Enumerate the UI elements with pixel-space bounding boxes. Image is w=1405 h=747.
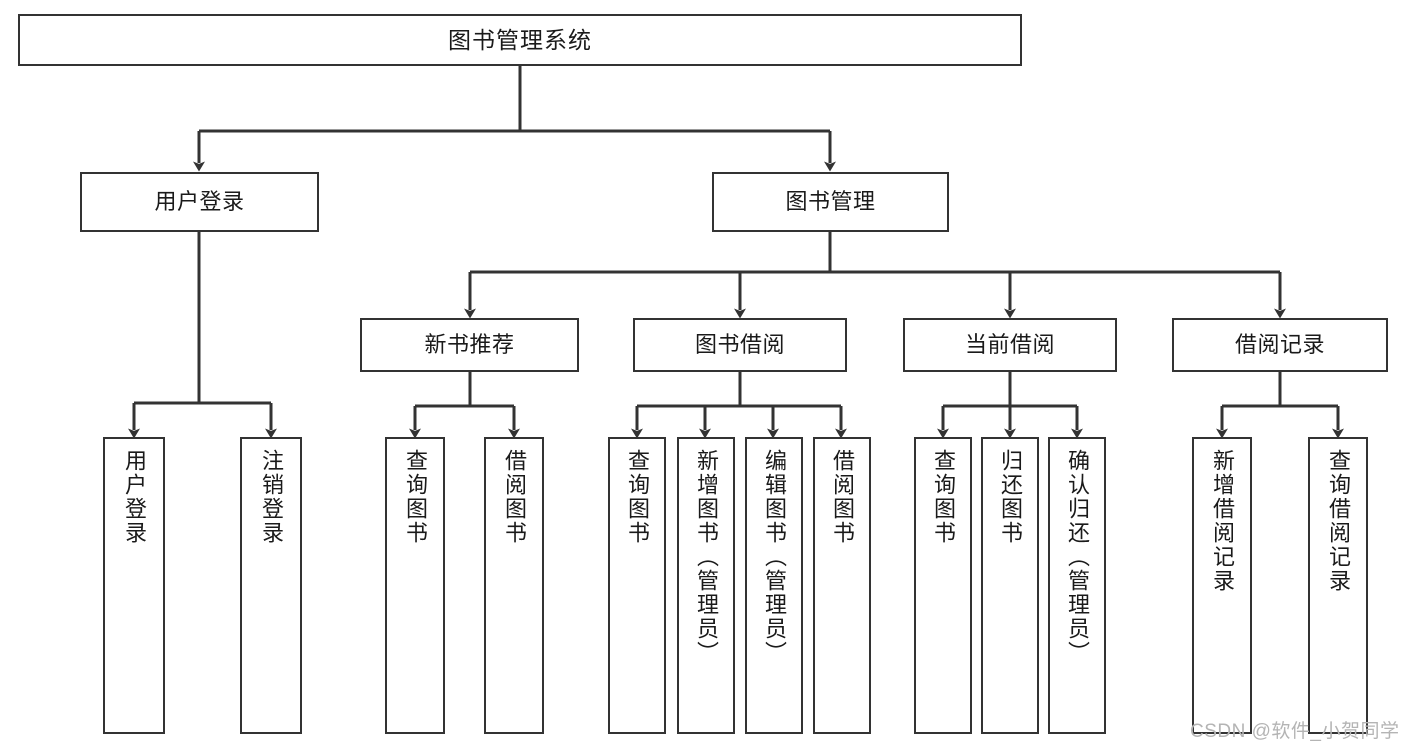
node-label: 当前借阅 — [964, 332, 1055, 358]
node-label: 注销登录 — [258, 449, 284, 545]
leaf-current-borrow-return[interactable]: 归还图书 — [981, 437, 1039, 734]
node-label: 借阅记录 — [1234, 332, 1325, 358]
node-book-management[interactable]: 图书管理 — [712, 172, 949, 232]
leaf-new-book-query[interactable]: 查询图书 — [385, 437, 445, 734]
node-new-book-recommend[interactable]: 新书推荐 — [360, 318, 579, 372]
leaf-book-borrow-add[interactable]: 新增图书（管理员） — [677, 437, 735, 734]
leaf-user-login-logout[interactable]: 注销登录 — [240, 437, 302, 734]
leaf-user-login-login[interactable]: 用户登录 — [103, 437, 165, 734]
node-label: 新增图书（管理员） — [693, 449, 719, 665]
leaf-borrow-record-add[interactable]: 新增借阅记录 — [1192, 437, 1252, 734]
node-borrow-record[interactable]: 借阅记录 — [1172, 318, 1388, 372]
node-label: 查询图书 — [930, 449, 956, 545]
node-label: 查询图书 — [402, 449, 428, 545]
node-label: 用户登录 — [121, 449, 147, 545]
node-label: 编辑图书（管理员） — [761, 449, 787, 665]
leaf-borrow-record-query[interactable]: 查询借阅记录 — [1308, 437, 1368, 734]
node-label: 新书推荐 — [424, 332, 515, 358]
node-label: 用户登录 — [154, 189, 245, 215]
node-book-borrow[interactable]: 图书借阅 — [633, 318, 847, 372]
leaf-current-borrow-confirm[interactable]: 确认归还（管理员） — [1048, 437, 1106, 734]
node-root-system[interactable]: 图书管理系统 — [18, 14, 1022, 66]
leaf-current-borrow-query[interactable]: 查询图书 — [914, 437, 972, 734]
node-label: 确认归还（管理员） — [1064, 449, 1090, 665]
node-label: 归还图书 — [997, 449, 1023, 545]
leaf-book-borrow-borrow[interactable]: 借阅图书 — [813, 437, 871, 734]
node-label: 查询借阅记录 — [1325, 449, 1351, 593]
leaf-book-borrow-edit[interactable]: 编辑图书（管理员） — [745, 437, 803, 734]
node-label: 新增借阅记录 — [1209, 449, 1235, 593]
node-label: 图书借阅 — [694, 332, 785, 358]
node-current-borrow[interactable]: 当前借阅 — [903, 318, 1117, 372]
node-label: 借阅图书 — [829, 449, 855, 545]
node-label: 借阅图书 — [501, 449, 527, 545]
node-label: 图书管理 — [785, 189, 876, 215]
node-user-login[interactable]: 用户登录 — [80, 172, 319, 232]
node-label: 查询图书 — [624, 449, 650, 545]
watermark-text: CSDN @软件_小贺同学 — [1190, 721, 1400, 742]
leaf-book-borrow-query[interactable]: 查询图书 — [608, 437, 666, 734]
leaf-new-book-borrow[interactable]: 借阅图书 — [484, 437, 544, 734]
node-label: 图书管理系统 — [448, 26, 592, 53]
